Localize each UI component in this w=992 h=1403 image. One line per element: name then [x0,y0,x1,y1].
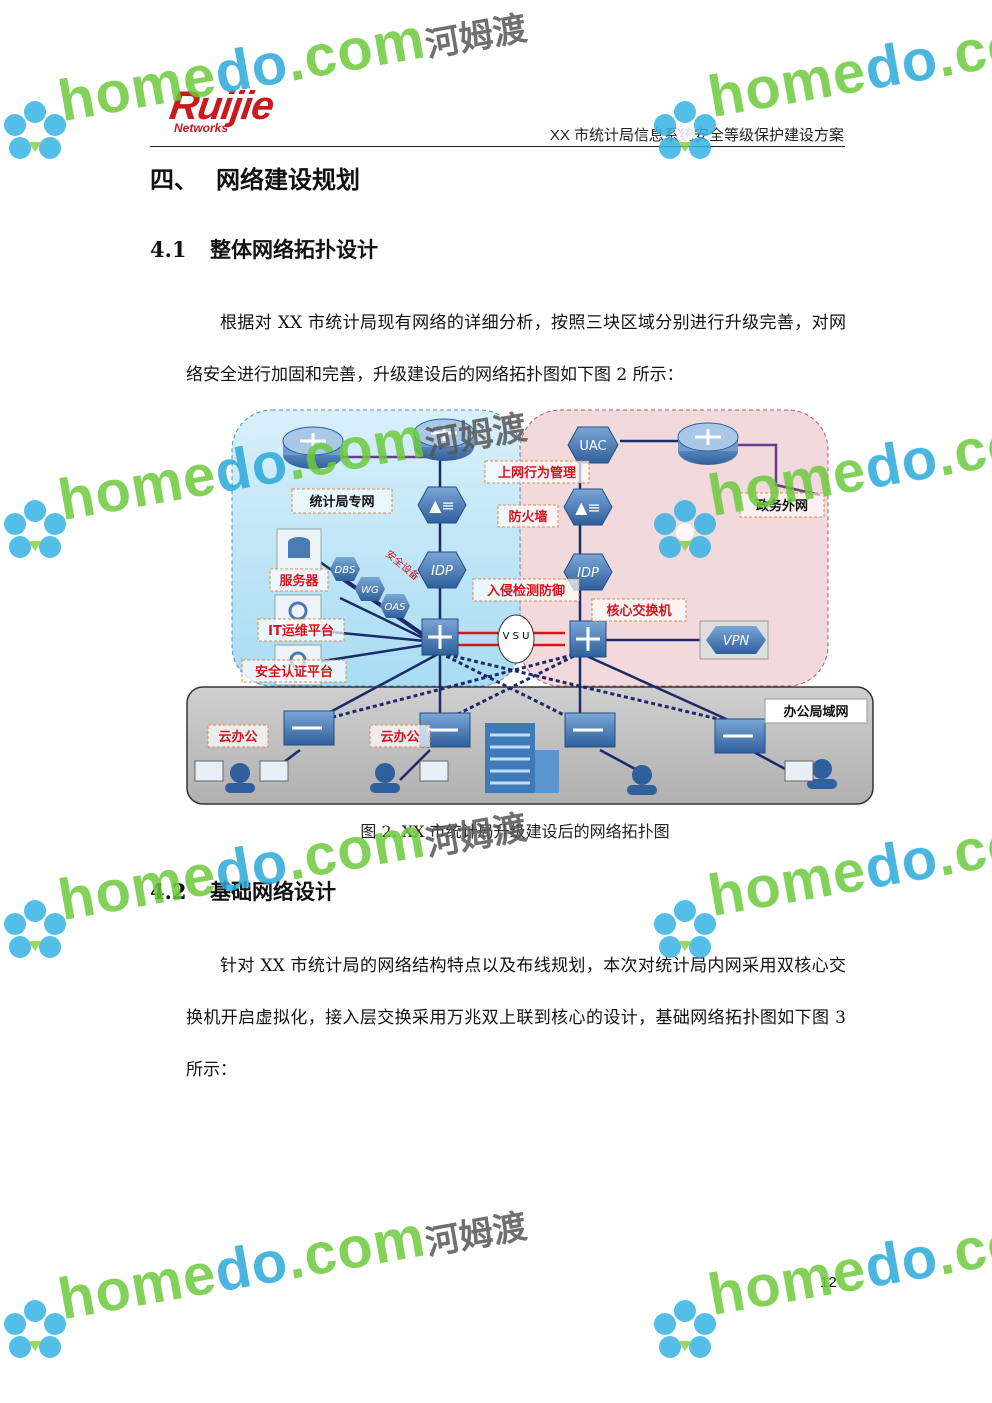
wg-device-icon: WG [355,577,385,601]
svg-text:▲≡: ▲≡ [575,498,601,517]
cloud-office-label: 云办公 [218,729,257,745]
subsection-heading-4-2: 4.2 基础网络设计 [150,876,336,906]
watermark-com: .com [931,1199,992,1288]
watermark-do: do [209,1227,293,1305]
servers-label: 服务器 [279,573,319,589]
svg-text:IDP: IDP [431,564,453,579]
it-ops-label: IT运维平台 [268,623,334,639]
vpn-device-icon: VPN [699,620,769,660]
subsection-number: 4.2 [150,879,187,904]
header-rule [150,146,845,147]
paragraph-4-2: 针对 XX 市统计局的网络结构特点以及布线规划，本次对统计局内网采用双核心交换机… [186,956,846,1080]
flower-logo-icon [4,1300,66,1358]
zone-gov-label: 政务外网 [756,498,808,514]
flower-logo-icon [654,1300,716,1358]
watermark-com: .com [931,800,992,889]
building-icon [485,723,559,793]
zone-office-label: 办公局域网 [783,704,848,720]
watermark-do: do [859,1223,943,1301]
vsu-bubble [497,614,535,664]
flower-logo-icon [4,500,66,558]
svg-text:VPN: VPN [723,634,750,649]
watermark-com: .com [931,400,992,489]
section-title: 网络建设规划 [216,165,360,194]
svg-text:UAC: UAC [579,439,606,454]
ruijie-logo-sub: Networks [174,121,229,135]
gov-network-zone [519,409,829,687]
core-switch-label: 核心交换机 [606,603,671,619]
svg-text:▲≡: ▲≡ [429,496,455,515]
document-title: XX 市统计局信息系统安全等级保护建设方案 [549,127,844,144]
computer-icons [194,760,814,782]
watermark-do: do [859,25,943,103]
ids-label: 入侵检测防御 [487,583,565,599]
section-heading: 四、网络建设规划 [150,160,360,195]
watermark-com: .com [931,1,992,90]
access-switch-icon [283,710,335,746]
network-topology-diagram: V S U UAC ▲≡ ▲≡ IDP IDP [186,409,874,805]
watermark-home: home [703,38,872,131]
uac-device-icon: UAC [567,426,619,464]
zone-private-label: 统计局专网 [309,494,374,510]
router-icon [413,418,475,461]
vsu-label: V S U [503,631,530,642]
server-icon [276,528,322,572]
subsection-title: 基础网络设计 [210,879,336,904]
paragraph-4-1: 根据对 XX 市统计局现有网络的详细分析，按照三块区域分别进行升级完善，对网络安… [186,313,846,385]
oas-device-icon: OAS [380,594,410,618]
page-number: 12 [820,1274,837,1291]
watermark-home: home [703,837,872,930]
router-icon [677,422,739,465]
watermark-com: .com [281,5,431,94]
router-icon [282,426,344,469]
firewall-label: 防火墙 [508,509,547,525]
watermark-cn: 河姆渡 [422,8,530,66]
figure-caption: 图 2. XX 市统计局升级建设后的网络拓扑图 [360,822,670,841]
svg-text:OAS: OAS [384,602,406,613]
firewall-icon: ▲≡ [563,488,613,526]
core-switch-icon [569,620,607,658]
watermark-home: home [53,1240,222,1333]
core-switch-icon [421,618,459,656]
flower-logo-icon [4,101,66,159]
firewall-icon: ▲≡ [417,486,467,524]
subsection-number: 4.1 [150,237,187,262]
access-switch-icon [564,712,616,748]
watermark-cn: 河姆渡 [422,1206,530,1264]
idp-device-icon: IDP [417,551,467,589]
svg-text:IDP: IDP [577,566,599,581]
behavior-mgmt-label: 上网行为管理 [498,465,576,481]
user-icons [225,759,837,795]
svg-text:DBS: DBS [335,565,357,576]
svg-text:WG: WG [361,585,379,596]
access-switch-icon [714,718,766,754]
subsection-heading-4-1: 4.1 整体网络拓扑设计 [150,234,378,264]
flower-logo-icon [4,900,66,958]
auth-label: 安全认证平台 [255,664,333,680]
dbs-device-icon: DBS [330,557,360,581]
subsection-title: 整体网络拓扑设计 [210,237,378,262]
watermark-com: .com [281,1203,431,1292]
watermark-home: home [703,1236,872,1329]
cloud-office-label: 云办公 [380,729,419,745]
section-number: 四、 [150,165,198,194]
